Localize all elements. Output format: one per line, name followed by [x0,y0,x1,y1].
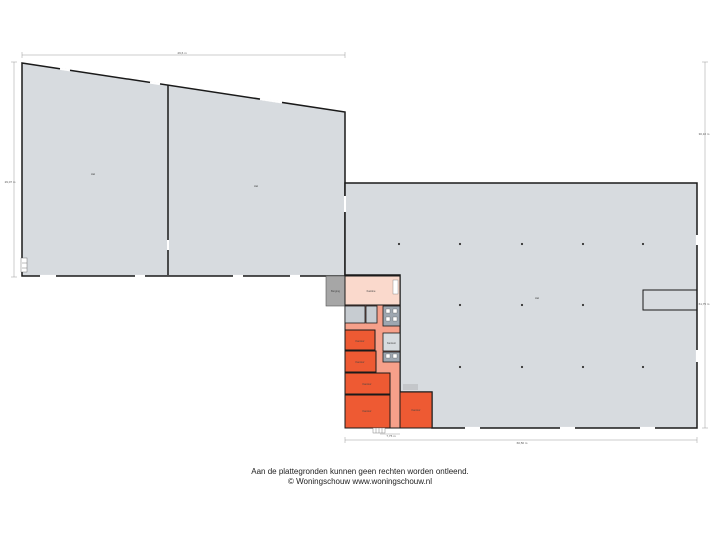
dimension-bottom-small: 7,75 m [386,434,396,438]
office-room-2 [344,350,377,373]
hall-left-block [21,62,346,277]
room-label-office-5: Kantoor [411,408,420,412]
sanitary-room-2 [365,305,378,324]
room-label-office-3: Kantoor [362,382,371,386]
left-halls: Hal Hal [20,62,346,278]
toilet-block-1 [382,305,401,327]
dimension-top-width: 49,6 m [177,51,187,55]
dimension-bottom-width: 60,50 m [517,441,528,445]
dimension-left-height: 29,07 m [5,180,16,184]
room-label-canteen: Kantine [367,289,376,293]
dimension-lines [11,52,708,443]
canteen-room [344,275,401,306]
sanitary-room-1 [344,305,366,324]
room-label-office-1: Kantoor [355,339,364,343]
room-label-hall-middle: Hal [254,184,258,188]
disclaimer-text: Aan de plattegronden kunnen geen rechten… [251,467,469,476]
corridor-steps [403,384,418,390]
dimension-right-upper: 30,10 m [699,132,710,136]
room-label-office-2: Kantoor [355,360,364,364]
meeting-room [382,332,401,352]
dimension-right-lower: 61,75 m [699,302,710,306]
toilet-block-2 [382,351,401,363]
loading-dock [642,289,697,311]
room-label-hall-left: Hal [91,172,95,176]
office-wing: Berging Kantine Kantoor Kantoor Kantoor … [325,275,433,434]
office-room-1 [344,329,376,351]
copyright-text: © Woningschouw www.woningschouw.nl [287,477,433,486]
room-label-meeting: Kantoor [387,341,396,345]
office-room-5 [399,391,433,429]
entrance-steps [372,427,386,434]
office-room-3 [344,372,391,395]
room-label-office-4: Kantoor [362,409,371,413]
room-label-hall-main: Hal [535,296,539,300]
office-room-4 [344,394,391,429]
room-label-storage: Berging [331,289,340,293]
